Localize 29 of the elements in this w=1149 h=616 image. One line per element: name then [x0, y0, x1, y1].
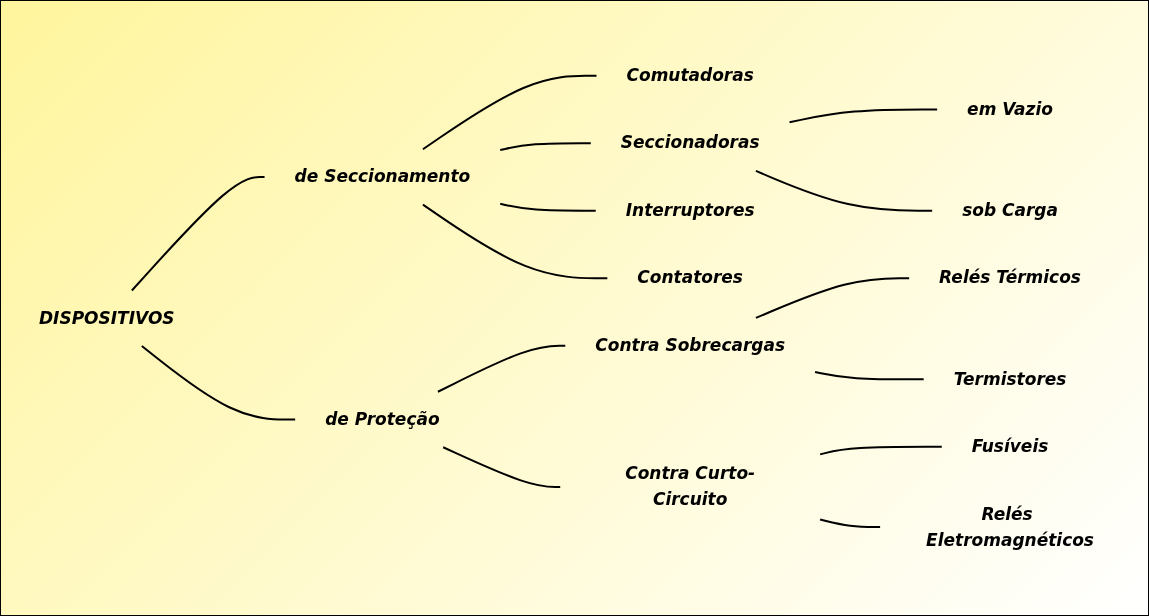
connector — [819, 518, 882, 529]
node-text: Contra Curto-Circuito — [625, 463, 756, 510]
node-text: Relés Eletromagnéticos — [926, 503, 1094, 550]
connector — [442, 446, 562, 489]
connector — [819, 446, 943, 456]
node-text: de Seccionamento — [294, 166, 471, 187]
node-text: Termistores — [953, 368, 1067, 389]
connector — [421, 74, 598, 151]
node-text: de Proteção — [325, 408, 440, 429]
node-text: em Vazio — [967, 98, 1053, 119]
connector — [130, 176, 266, 292]
connector — [436, 344, 567, 393]
connector — [140, 345, 297, 421]
connector — [499, 203, 597, 212]
node-text: Fusíveis — [971, 436, 1049, 457]
connector — [814, 371, 925, 381]
connector — [499, 142, 592, 152]
node-text: Seccionadoras — [620, 132, 760, 153]
connector — [754, 277, 911, 320]
node-text: DISPOSITIVOS — [38, 307, 175, 328]
node-text: Comutadoras — [626, 65, 754, 86]
connector — [788, 108, 939, 124]
node-text: Interruptores — [625, 200, 755, 221]
connector — [421, 203, 609, 280]
connector — [754, 170, 934, 212]
node-text: Relés Térmicos — [939, 267, 1081, 288]
node-text: Contatores — [637, 267, 743, 288]
node-text: Contra Sobrecargas — [595, 335, 786, 356]
node-text: sob Carga — [962, 200, 1058, 221]
